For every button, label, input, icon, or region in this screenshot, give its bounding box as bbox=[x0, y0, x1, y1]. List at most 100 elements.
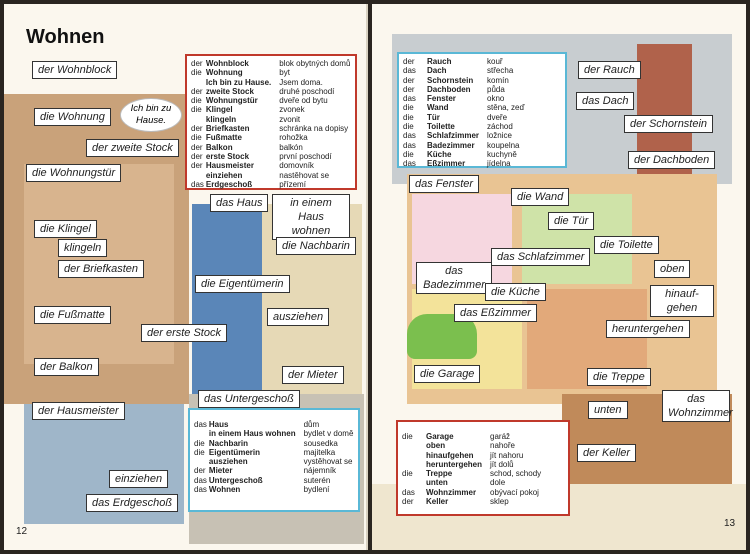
vocab-art: die bbox=[191, 105, 202, 115]
vocab-cz: stěna, zeď bbox=[487, 103, 525, 113]
vocab-de: oben bbox=[426, 441, 446, 451]
vocab-de: Dachboden bbox=[427, 84, 471, 94]
vocab-art bbox=[194, 429, 209, 438]
vocab-art: der bbox=[402, 497, 414, 507]
label-keller: der Keller bbox=[577, 444, 637, 462]
vocab-art: die bbox=[403, 103, 414, 113]
label-wohnzimmer: das Wohnzimmer bbox=[662, 390, 733, 422]
vocab-art bbox=[402, 451, 426, 460]
vocab-art: die bbox=[191, 96, 202, 106]
vocab-de: Wand bbox=[427, 103, 449, 113]
vocab-de: Tür bbox=[427, 112, 440, 122]
label-wohnungstuer: die Wohnungstür bbox=[26, 164, 122, 182]
label-zweite-stock: der zweite Stock bbox=[86, 139, 179, 157]
vocab-art: der bbox=[403, 84, 415, 94]
vocab-cz: obývací pokoj bbox=[490, 487, 539, 497]
vocab-row: die Tür dveře bbox=[403, 113, 526, 122]
vocab-art: die bbox=[403, 149, 414, 159]
vocab-cz: balkón bbox=[279, 142, 303, 152]
vocab-de: Schlafzimmer bbox=[427, 131, 480, 141]
vocab-de: Balkon bbox=[205, 142, 233, 152]
label-nachbarin: die Nachbarin bbox=[276, 237, 356, 255]
vocab-de: Dach bbox=[427, 66, 447, 76]
vocab-art: der bbox=[191, 124, 203, 134]
stairwell-illustration bbox=[192, 204, 262, 394]
label-klingel: die Klingel bbox=[34, 220, 97, 238]
vocab-cz: přízemí bbox=[279, 179, 306, 189]
label-toilette: die Toilette bbox=[594, 236, 659, 254]
vocab-cz: zvonit bbox=[279, 114, 301, 124]
label-untergeschoss: das Untergeschoß bbox=[198, 390, 300, 408]
vocab-de: Schornstein bbox=[427, 75, 474, 85]
vocab-de: in einem Haus wohnen bbox=[208, 429, 296, 439]
vocab-art bbox=[402, 441, 426, 450]
vocab-art: der bbox=[191, 151, 203, 161]
label-ausziehen: ausziehen bbox=[267, 308, 330, 326]
label-kueche: die Küche bbox=[485, 283, 546, 301]
vocab-art bbox=[402, 460, 426, 469]
label-tuer: die Tür bbox=[548, 212, 595, 230]
page-number: 13 bbox=[724, 518, 736, 529]
vocab-de: Mieter bbox=[208, 466, 233, 476]
vocab-cz: nájemník bbox=[303, 466, 337, 476]
label-esszimmer: das Eßzimmer bbox=[454, 304, 537, 322]
vocab-art bbox=[191, 115, 206, 124]
vocab-cz: rohožka bbox=[279, 133, 308, 143]
vocab-cz: dveře bbox=[487, 112, 508, 122]
vocab-art: der bbox=[194, 466, 206, 476]
label-erste-stock: der erste Stock bbox=[141, 324, 227, 342]
page-title: Wohnen bbox=[26, 26, 105, 48]
vocab-row: einziehen nastěhovat se bbox=[191, 171, 352, 180]
vocab-row: der Dachboden půda bbox=[403, 85, 526, 94]
vocab-row: die Wand stěna, zeď bbox=[403, 103, 526, 112]
vocab-de: ausziehen bbox=[208, 457, 248, 467]
vocab-cz: garáž bbox=[490, 432, 511, 441]
label-briefkasten: der Briefkasten bbox=[58, 260, 144, 278]
vocab-de: einziehen bbox=[205, 170, 243, 180]
vocab-cz: ložnice bbox=[487, 131, 512, 141]
vocab-art: das bbox=[403, 140, 416, 150]
label-badezimmer: das Badezimmer bbox=[416, 262, 492, 294]
vocab-art: die bbox=[191, 68, 202, 78]
vocab-cz: půda bbox=[487, 84, 505, 94]
label-heruntergehen: heruntergehen bbox=[606, 320, 690, 338]
vocab-cz: bydlet v domě bbox=[303, 429, 354, 439]
vocab-cz: dveře od bytu bbox=[279, 96, 328, 106]
label-einziehen: einziehen bbox=[109, 470, 169, 488]
vocab-de: Toilette bbox=[427, 122, 455, 132]
vocab-cz: jít nahoru bbox=[490, 450, 524, 460]
label-garage: die Garage bbox=[414, 365, 481, 383]
vocab-cz: dole bbox=[490, 478, 506, 488]
vocab-art bbox=[402, 478, 426, 487]
vocab-cz: majitelka bbox=[303, 447, 336, 457]
vocab-art: das bbox=[194, 485, 207, 495]
vocab-art: die bbox=[403, 112, 414, 122]
vocab-de: Eigentümerin bbox=[208, 447, 261, 457]
vocab-cz: nastěhovat se bbox=[279, 170, 330, 180]
vocab-de: Wohnzimmer bbox=[426, 487, 477, 497]
vocab-de: Wohnung bbox=[205, 68, 243, 78]
vocab-art: der bbox=[191, 86, 203, 96]
vocab-art bbox=[191, 171, 206, 180]
vocab-cz: vystěhovat se bbox=[303, 457, 353, 467]
vocab-art: die bbox=[191, 133, 202, 143]
vocab-art: das bbox=[403, 159, 416, 169]
vocab-de: Rauch bbox=[427, 57, 452, 66]
vocab-art: das bbox=[403, 131, 416, 141]
vocab-de: klingeln bbox=[205, 114, 237, 124]
vocab-de: unten bbox=[426, 478, 448, 488]
